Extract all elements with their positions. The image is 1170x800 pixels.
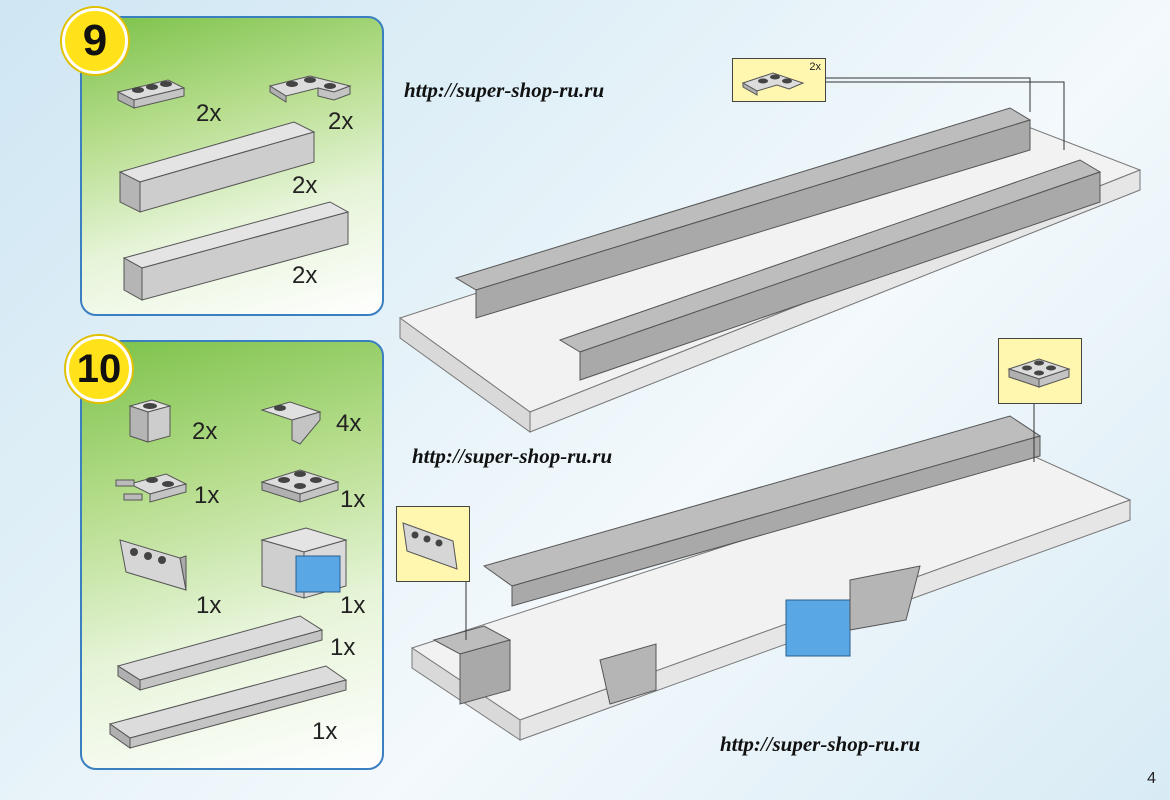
plate-pins-icon [115,473,188,503]
callout-top-qty: 2x [809,61,821,73]
qty-slope: 4x [336,410,362,437]
callout-top-corner-plates: 2x [732,58,826,102]
bracket-icon [402,522,458,570]
page-number: 4 [1147,770,1156,787]
qty-corner-plate: 2x [328,108,354,135]
plate-2x2-icon [260,469,340,503]
slope-icon [260,401,322,445]
qty-plate-2x12: 1x [312,718,338,745]
callout-left-bracket [396,506,470,582]
qty-window: 1x [340,592,366,619]
brick-1x1-icon [128,399,172,443]
brick-1x8-icon [118,121,316,213]
plate-2x2-icon [1007,358,1071,388]
qty-plate-2x10: 1x [330,634,356,661]
callout-right-plate-2x2 [998,338,1082,404]
watermark-url-2: http://super-shop-ru.ru [412,444,613,468]
step-10-number: 10 [76,346,122,391]
assembly-step-10 [410,415,1132,741]
brick-1x10-icon [122,201,350,301]
plate-1x3-icon [116,79,186,109]
qty-brick-1x8: 2x [292,172,318,199]
corner-plate-icon [741,72,805,96]
bracket-icon [119,539,187,591]
watermark-url-1: http://super-shop-ru.ru [404,78,605,102]
step-10-badge: 10 [66,336,132,402]
watermark-url-3: http://super-shop-ru.ru [720,732,921,756]
plate-2x12-icon [108,665,348,749]
assembly-step-9 [398,107,1142,433]
qty-brick-1x10: 2x [292,262,318,289]
step-9-badge: 9 [62,8,128,74]
qty-plate-1x3: 2x [196,100,222,127]
callout-arrow-top-2 [824,81,1065,150]
qty-plate-pins: 1x [194,482,220,509]
callout-arrow-top [824,77,1031,112]
corner-plate-icon [268,75,352,103]
plate-2x10-icon [116,615,324,691]
qty-plate-2x2: 1x [340,486,366,513]
window-icon [260,527,348,599]
step-9-number: 9 [82,16,108,65]
qty-bracket: 1x [196,592,222,619]
qty-brick-1x1: 2x [192,418,218,445]
